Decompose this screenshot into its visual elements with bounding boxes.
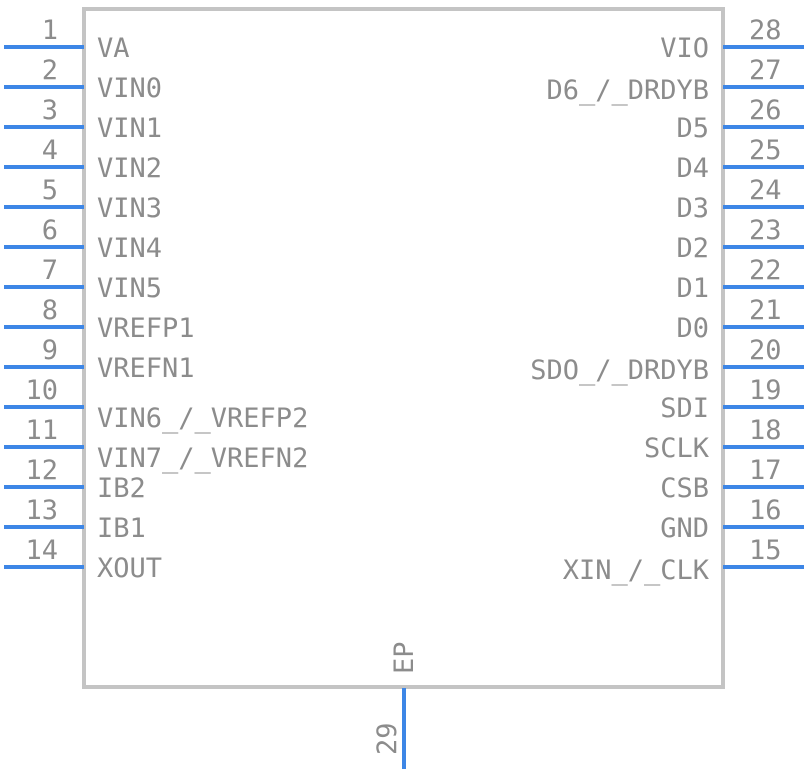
pin-name: XOUT [97, 553, 162, 584]
pin-name: VIN0 [97, 73, 162, 104]
pin-number: 17 [749, 455, 782, 486]
pin-number: 11 [25, 415, 58, 446]
pin-number: 8 [42, 295, 58, 326]
bottom-pin-group: 29 EP [372, 641, 420, 769]
pin-name: VIN6_/_VREFP2 [97, 403, 308, 434]
pin-name: D5 [676, 113, 709, 144]
pin-name: D3 [676, 193, 709, 224]
pin-number: 14 [25, 535, 58, 566]
pin-number: 22 [749, 255, 782, 286]
pin-number: 5 [42, 175, 58, 206]
pin-number: 7 [42, 255, 58, 286]
pin-name: VIN2 [97, 153, 162, 184]
pin-number: 21 [749, 295, 782, 326]
pin-name: VA [97, 33, 130, 64]
pin-number: 15 [749, 535, 782, 566]
pin-number: 13 [25, 495, 58, 526]
pin-number: 18 [749, 415, 782, 446]
pin-number: 4 [42, 135, 58, 166]
pin-name: EP [389, 641, 420, 674]
pin-name: SDI [660, 393, 709, 424]
pin-number: 24 [749, 175, 782, 206]
pin-name: VIN7_/_VREFN2 [97, 443, 308, 474]
pin-number: 20 [749, 335, 782, 366]
pin-name: VIN5 [97, 273, 162, 304]
pin-name: SDO_/_DRDYB [530, 355, 709, 386]
pin-number: 1 [42, 15, 58, 46]
pin-name: D2 [676, 233, 709, 264]
pin-number: 25 [749, 135, 782, 166]
pin-number: 26 [749, 95, 782, 126]
pin-number: 12 [25, 455, 58, 486]
pin-name: IB1 [97, 513, 146, 544]
pin-number: 19 [749, 375, 782, 406]
pin-name: VIN1 [97, 113, 162, 144]
pin-number: 3 [42, 95, 58, 126]
pin-name: D6_/_DRDYB [546, 75, 709, 106]
pin-number: 28 [749, 15, 782, 46]
pin-number: 16 [749, 495, 782, 526]
pin-name: VIN4 [97, 233, 162, 264]
pin-name: IB2 [97, 473, 146, 504]
pin-name: VREFP1 [97, 313, 195, 344]
pin-number: 27 [749, 55, 782, 86]
pin-number: 10 [25, 375, 58, 406]
pin-name: CSB [660, 473, 709, 504]
component-body [82, 7, 725, 689]
pin-name: D1 [676, 273, 709, 304]
pin-name: GND [660, 513, 709, 544]
pin-name: SCLK [644, 433, 710, 464]
pin-name: XIN_/_CLK [563, 555, 710, 586]
pin-name: D0 [676, 313, 709, 344]
pin-number: 29 [372, 722, 403, 755]
pin-name: VIN3 [97, 193, 162, 224]
pin-name: VREFN1 [97, 353, 195, 384]
pin-number: 23 [749, 215, 782, 246]
pin-number: 9 [42, 335, 58, 366]
pin-name: D4 [676, 153, 709, 184]
pin-number: 2 [42, 55, 58, 86]
pin-number: 6 [42, 215, 58, 246]
pin-name: VIO [660, 33, 709, 64]
